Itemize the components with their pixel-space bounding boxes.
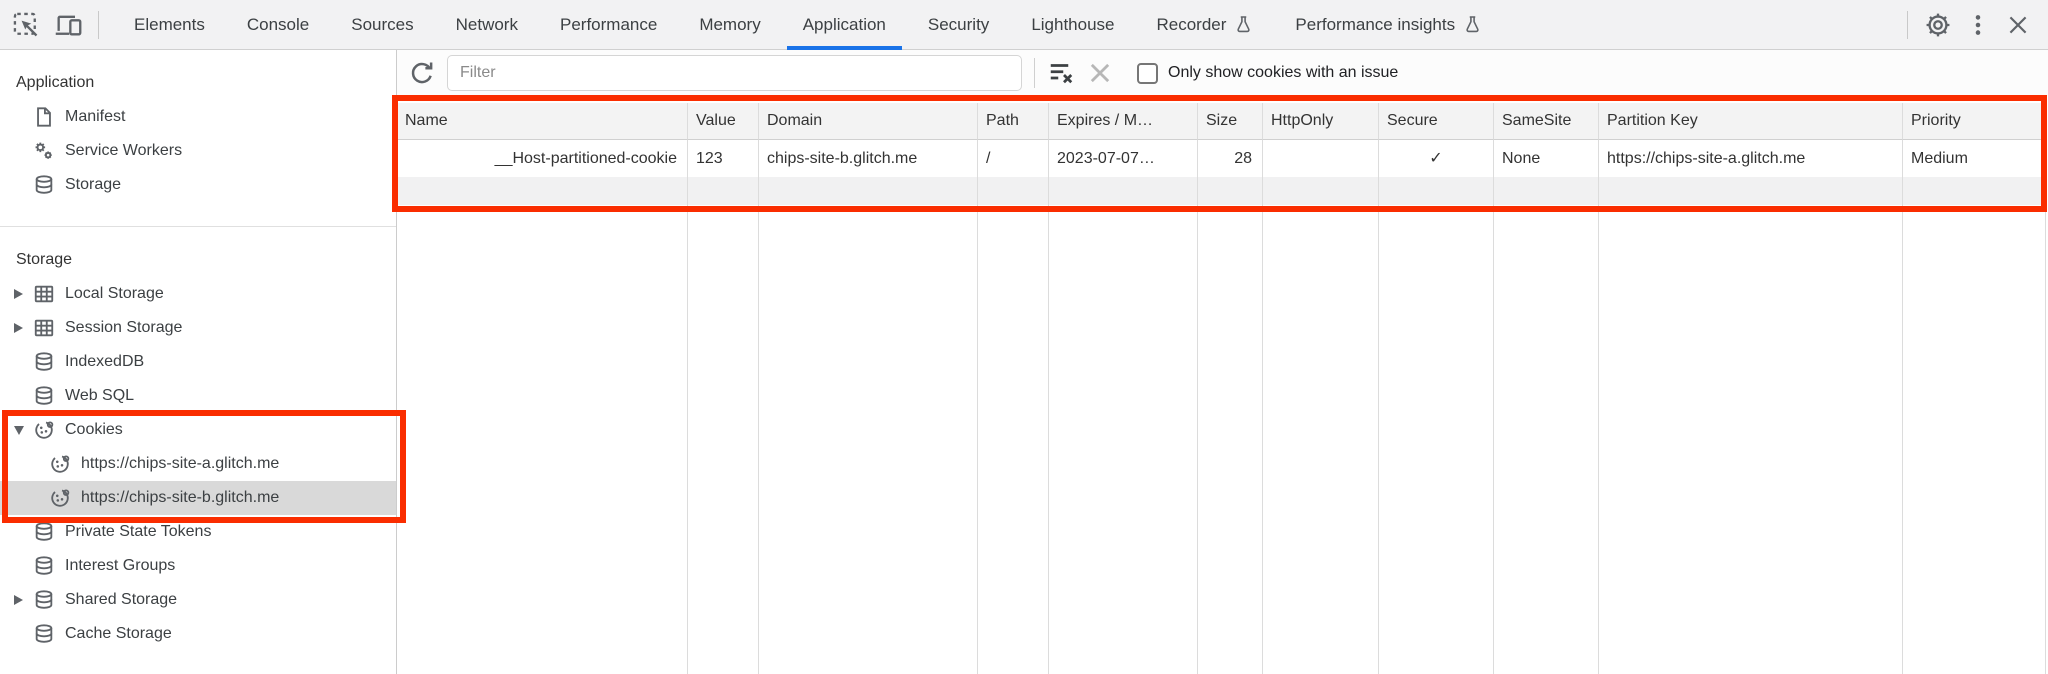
- cell-name[interactable]: __Host-partitioned-cookie: [397, 140, 688, 177]
- cookie-table-row[interactable]: __Host-partitioned-cookie 123 chips-site…: [397, 140, 2046, 177]
- cell-priority[interactable]: Medium: [1903, 140, 2046, 177]
- delete-icon-disabled[interactable]: [1083, 56, 1117, 90]
- cookie-icon: [48, 452, 72, 476]
- flask-icon: [1463, 15, 1482, 34]
- table-grid-icon: [32, 282, 56, 306]
- only-show-issue-label[interactable]: Only show cookies with an issue: [1168, 64, 1399, 81]
- sidebar-item-indexeddb[interactable]: IndexedDB: [0, 345, 396, 379]
- chevron-right-icon: [14, 323, 23, 333]
- cookie-icon: [32, 418, 56, 442]
- database-icon: [32, 384, 56, 408]
- sidebar-item-private-state-tokens[interactable]: Private State Tokens: [0, 515, 396, 549]
- settings-gear-icon[interactable]: [1922, 9, 1954, 41]
- sidebar-item-local-storage[interactable]: Local Storage: [0, 277, 396, 311]
- cell-domain[interactable]: chips-site-b.glitch.me: [759, 140, 978, 177]
- sidebar-item-cookies[interactable]: Cookies: [0, 413, 396, 447]
- cell-expires[interactable]: 2023-07-07…: [1049, 140, 1198, 177]
- inspect-element-icon[interactable]: [10, 9, 42, 41]
- col-header-priority[interactable]: Priority: [1903, 103, 2046, 140]
- tab-recorder[interactable]: Recorder: [1136, 0, 1275, 50]
- col-header-httponly[interactable]: HttpOnly: [1263, 103, 1379, 140]
- toolbar-divider: [98, 10, 99, 39]
- application-section-title: Application: [16, 74, 95, 91]
- sidebar-item-cache-storage[interactable]: Cache Storage: [0, 617, 396, 651]
- close-devtools-icon[interactable]: [2002, 9, 2034, 41]
- cell-secure-checkmark[interactable]: ✓: [1379, 140, 1494, 177]
- sidebar-item-cookies-chips-site-a[interactable]: https://chips-site-a.glitch.me: [0, 447, 396, 481]
- tab-console[interactable]: Console: [246, 14, 310, 34]
- cookie-icon: [48, 486, 72, 510]
- database-icon: [32, 622, 56, 646]
- cell-value[interactable]: 123: [688, 140, 759, 177]
- table-grid-icon: [32, 316, 56, 340]
- storage-section-title: Storage: [16, 251, 73, 268]
- cookies-toolbar: Only show cookies with an issue: [397, 50, 2048, 96]
- sidebar-item-interest-groups[interactable]: Interest Groups: [0, 549, 396, 583]
- col-header-expires[interactable]: Expires / M…: [1049, 103, 1198, 140]
- sidebar-item-storage[interactable]: Storage: [0, 168, 396, 202]
- chevron-right-icon: [14, 289, 23, 299]
- tab-sources[interactable]: Sources: [351, 14, 414, 34]
- sidebar-item-web-sql[interactable]: Web SQL: [0, 379, 396, 413]
- tab-application[interactable]: Application: [782, 0, 907, 50]
- database-icon: [32, 554, 56, 578]
- sidebar-divider: [0, 226, 396, 227]
- cell-size[interactable]: 28: [1198, 140, 1263, 177]
- refresh-icon[interactable]: [405, 56, 439, 90]
- cell-path[interactable]: /: [978, 140, 1049, 177]
- devtools-tab-bar: Elements Console Sources Network Perform…: [0, 0, 2048, 50]
- col-header-domain[interactable]: Domain: [759, 103, 978, 140]
- sidebar-item-session-storage[interactable]: Session Storage: [0, 311, 396, 345]
- application-panel-sidebar: Application Manifest Service Workers Sto…: [0, 50, 397, 674]
- tab-elements[interactable]: Elements: [134, 14, 205, 34]
- sidebar-item-service-workers[interactable]: Service Workers: [0, 134, 396, 168]
- file-icon: [32, 105, 56, 129]
- tab-security[interactable]: Security: [927, 14, 990, 34]
- cell-partition-key[interactable]: https://chips-site-a.glitch.me: [1599, 140, 1903, 177]
- toolbar-divider: [1907, 10, 1908, 39]
- empty-stripe-row: [397, 177, 2046, 205]
- database-icon: [32, 588, 56, 612]
- more-options-kebab-icon[interactable]: [1962, 9, 1994, 41]
- col-header-samesite[interactable]: SameSite: [1494, 103, 1599, 140]
- filter-input[interactable]: [447, 55, 1022, 91]
- toolbar-divider: [1034, 58, 1035, 88]
- panel-tabs: Elements Console Sources Network Perform…: [113, 0, 1503, 50]
- database-icon: [32, 173, 56, 197]
- cookies-table: Name Value Domain Path Expires / M… Size…: [392, 95, 2048, 674]
- clear-filter-icon[interactable]: [1045, 56, 1079, 90]
- sidebar-item-shared-storage[interactable]: Shared Storage: [0, 583, 396, 617]
- chevron-down-icon: [14, 425, 24, 435]
- database-icon: [32, 520, 56, 544]
- col-header-name[interactable]: Name: [397, 103, 688, 140]
- col-header-secure[interactable]: Secure: [1379, 103, 1494, 140]
- empty-grid-area: [397, 205, 2046, 674]
- sidebar-item-cookies-chips-site-b[interactable]: https://chips-site-b.glitch.me: [0, 481, 396, 515]
- tab-performance-insights[interactable]: Performance insights: [1274, 0, 1503, 50]
- col-header-path[interactable]: Path: [978, 103, 1049, 140]
- col-header-value[interactable]: Value: [688, 103, 759, 140]
- tab-lighthouse[interactable]: Lighthouse: [1031, 14, 1115, 34]
- tab-performance[interactable]: Performance: [559, 14, 658, 34]
- service-workers-gears-icon: [32, 139, 56, 163]
- cell-httponly[interactable]: [1263, 140, 1379, 177]
- chevron-right-icon: [14, 595, 23, 605]
- tab-network[interactable]: Network: [455, 14, 518, 34]
- sidebar-item-manifest[interactable]: Manifest: [0, 100, 396, 134]
- col-header-partition-key[interactable]: Partition Key: [1599, 103, 1903, 140]
- flask-icon: [1234, 15, 1253, 34]
- database-icon: [32, 350, 56, 374]
- only-show-issue-checkbox[interactable]: [1137, 62, 1158, 84]
- device-toolbar-icon[interactable]: [52, 9, 84, 41]
- table-header-row: Name Value Domain Path Expires / M… Size…: [397, 103, 2046, 140]
- col-header-size[interactable]: Size: [1198, 103, 1263, 140]
- cookies-pane: Only show cookies with an issue Name Val…: [392, 50, 2048, 674]
- cell-samesite[interactable]: None: [1494, 140, 1599, 177]
- tab-memory[interactable]: Memory: [699, 14, 761, 34]
